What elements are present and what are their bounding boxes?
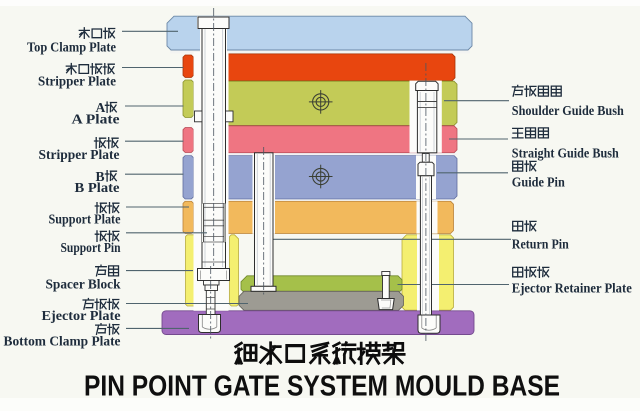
svg-text:Return Pin: Return Pin <box>512 237 569 252</box>
svg-text:Shoulder Guide Bush: Shoulder Guide Bush <box>512 104 624 119</box>
svg-text:B Plate: B Plate <box>75 181 120 196</box>
svg-text:B: B <box>96 169 105 184</box>
svg-text:Top Clamp Plate: Top Clamp Plate <box>27 40 116 55</box>
svg-text:PIN POINT GATE SYSTEM MOULD BA: PIN POINT GATE SYSTEM MOULD BASE <box>84 371 560 403</box>
svg-text:Support Plate: Support Plate <box>49 213 121 228</box>
svg-text:Bottom Clamp Plate: Bottom Clamp Plate <box>4 335 121 350</box>
svg-text:Support Pin: Support Pin <box>61 241 121 256</box>
svg-text:A Plate: A Plate <box>72 112 120 127</box>
svg-text:Stripper Plate: Stripper Plate <box>39 148 120 163</box>
svg-text:Straight Guide Bush: Straight Guide Bush <box>512 147 619 162</box>
svg-text:A: A <box>96 100 106 115</box>
svg-text:Spacer Block: Spacer Block <box>46 278 121 293</box>
svg-text:Stripper Plate: Stripper Plate <box>38 74 116 89</box>
svg-text:Ejector Retainer Plate: Ejector Retainer Plate <box>512 282 632 297</box>
svg-text:Ejector Plate: Ejector Plate <box>42 309 121 324</box>
svg-text:Guide Pin: Guide Pin <box>512 176 565 191</box>
